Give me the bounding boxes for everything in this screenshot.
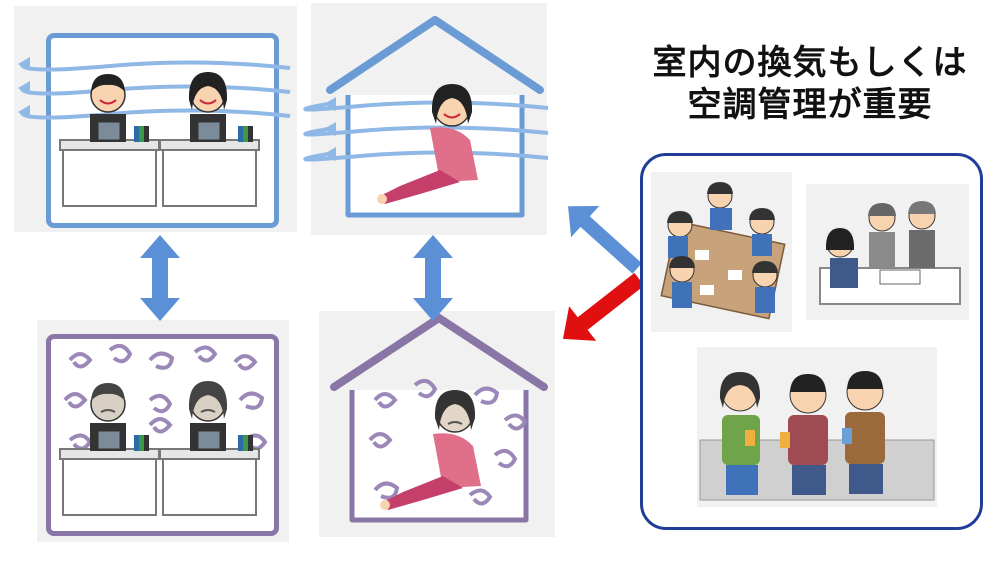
books	[134, 126, 253, 142]
house-roof	[326, 16, 544, 94]
airflow-arrowheads	[18, 57, 30, 119]
red-arrow-to-stale	[562, 272, 645, 341]
pink-top	[430, 127, 478, 182]
pink-pants	[380, 170, 460, 204]
desk	[162, 147, 257, 207]
reception-desk	[819, 201, 961, 305]
group-drinking	[699, 371, 935, 501]
headline: 室内の換気もしくは 空調管理が重要	[640, 42, 980, 126]
stale-air-swirls	[368, 378, 528, 506]
blue-arrow-to-ventilated	[568, 206, 642, 274]
headline-line-1: 室内の換気もしくは	[652, 43, 968, 83]
group-meeting	[660, 182, 786, 320]
headline-line-2: 空調管理が重要	[687, 85, 933, 125]
airflow-lines	[303, 100, 549, 162]
laptop	[97, 121, 121, 141]
